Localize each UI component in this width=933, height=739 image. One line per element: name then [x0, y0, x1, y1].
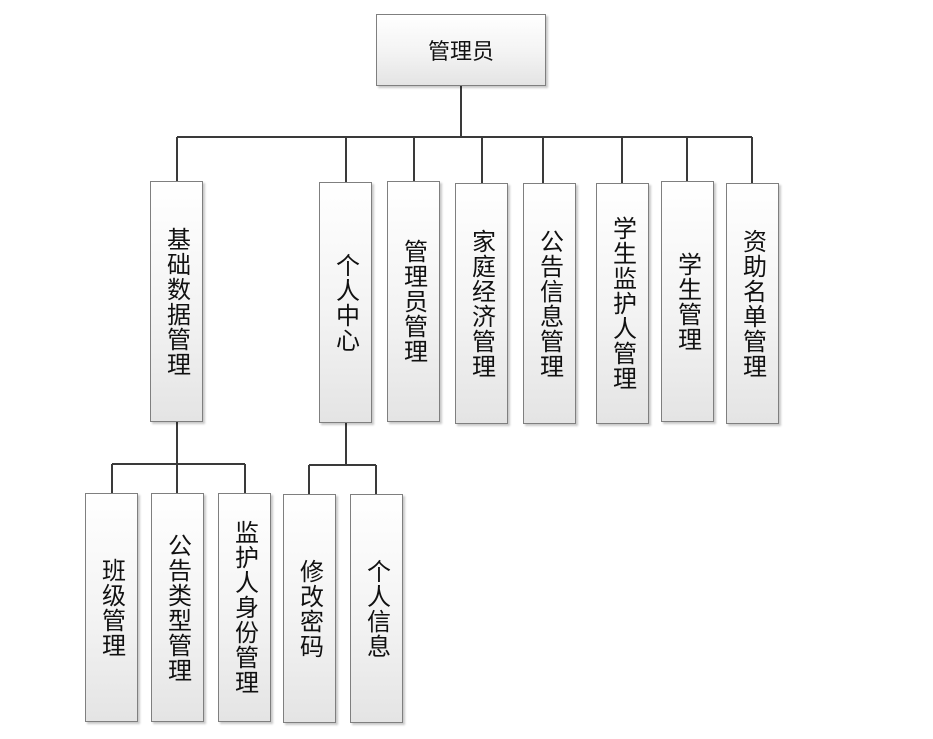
node-class-management: 班级管理: [85, 493, 138, 722]
node-notice-type-management-label: 公告类型管理: [163, 532, 192, 683]
node-student-management-label: 学生管理: [673, 251, 702, 352]
node-administrator: 管理员: [376, 14, 546, 86]
node-admin-management-label: 管理员管理: [399, 239, 428, 364]
node-change-password-label: 修改密码: [295, 558, 324, 659]
node-class-management-label: 班级管理: [97, 557, 126, 658]
node-personal-info: 个人信息: [350, 494, 403, 723]
node-family-economy-management-label: 家庭经济管理: [467, 228, 496, 379]
node-notice-type-management: 公告类型管理: [151, 493, 204, 722]
node-basic-data-management-label: 基础数据管理: [162, 226, 191, 377]
node-guardian-identity-management-label: 监护人身份管理: [230, 520, 259, 695]
node-personal-info-label: 个人信息: [362, 558, 391, 659]
node-student-guardian-management: 学生监护人管理: [596, 183, 649, 424]
node-guardian-identity-management: 监护人身份管理: [218, 493, 271, 722]
node-personal-center: 个人中心: [319, 182, 372, 423]
node-personal-center-label: 个人中心: [331, 252, 360, 353]
node-notice-info-management: 公告信息管理: [523, 183, 576, 424]
node-aid-list-management-label: 资助名单管理: [738, 228, 767, 379]
node-student-guardian-management-label: 学生监护人管理: [608, 216, 637, 391]
node-change-password: 修改密码: [283, 494, 336, 723]
node-aid-list-management: 资助名单管理: [726, 183, 779, 424]
node-student-management: 学生管理: [661, 181, 714, 422]
node-administrator-label: 管理员: [427, 40, 494, 65]
node-admin-management: 管理员管理: [387, 181, 440, 422]
node-family-economy-management: 家庭经济管理: [455, 183, 508, 424]
node-notice-info-management-label: 公告信息管理: [535, 228, 564, 379]
node-basic-data-management: 基础数据管理: [150, 181, 203, 422]
